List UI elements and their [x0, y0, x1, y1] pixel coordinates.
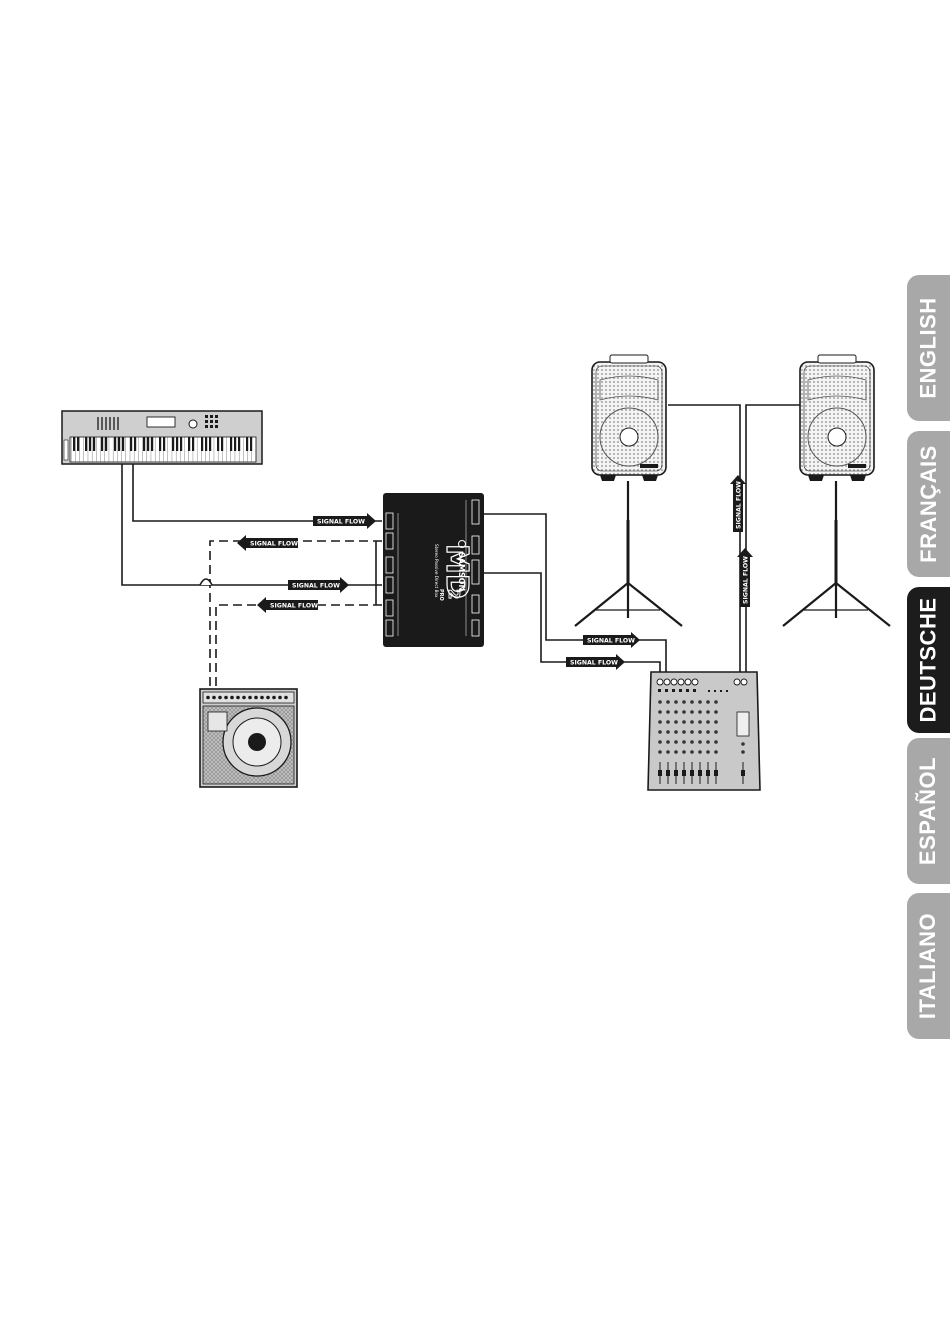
signal-flow-label: SIGNAL FLOW — [250, 541, 298, 548]
signal-flow-label: SIGNAL FLOW — [317, 519, 365, 526]
tab-label: ESPAÑOL — [916, 757, 942, 865]
signal-flow-label: SIGNAL FLOW — [270, 603, 318, 610]
signal-flow-label: SIGNAL FLOW — [736, 481, 743, 529]
signal-flow-label: SIGNAL FLOW — [743, 556, 750, 604]
md2-pro-di-box: MD 2 PRO Stereo Passive Direct Box SAMSO… — [383, 493, 484, 647]
signal-flow-arrow-4: SIGNAL FLOW — [257, 597, 318, 613]
speaker-stand-right — [783, 481, 890, 626]
signal-flow-label: SIGNAL FLOW — [570, 660, 618, 667]
signal-flow-label: SIGNAL FLOW — [587, 638, 635, 645]
signal-flow-arrow-2: SIGNAL FLOW — [237, 535, 298, 551]
tab-label: DEUTSCHE — [916, 597, 942, 722]
signal-flow-arrow-5: SIGNAL FLOW — [583, 632, 640, 648]
tab-label: ITALIANO — [916, 913, 942, 1019]
tab-5[interactable]: ITALIANO — [907, 893, 950, 1039]
tab-4[interactable]: ESPAÑOL — [907, 738, 950, 884]
signal-flow-arrow-6: SIGNAL FLOW — [566, 654, 625, 670]
pa-speaker-right — [800, 355, 874, 481]
speaker-stand-left — [575, 481, 682, 626]
signal-flow-arrow-1: SIGNAL FLOW — [313, 513, 376, 529]
pa-speaker-left — [592, 355, 666, 481]
tab-1[interactable]: ENGLISH — [907, 275, 950, 421]
tab-label: FRANÇAIS — [916, 445, 942, 563]
di-box-brand: SAMSON — [457, 552, 466, 591]
tab-label: ENGLISH — [916, 297, 942, 398]
signal-flow-arrow-7: SIGNAL FLOW — [730, 475, 746, 532]
keyboard-synth — [62, 411, 262, 464]
guitar-amplifier — [200, 689, 297, 787]
mixer — [648, 672, 760, 790]
signal-flow-label: SIGNAL FLOW — [292, 583, 340, 590]
tab-3[interactable]: DEUTSCHE — [907, 587, 950, 733]
di-box-subtitle: Stereo Passive Direct Box — [434, 544, 439, 598]
tab-2[interactable]: FRANÇAIS — [907, 431, 950, 577]
signal-flow-arrow-3: SIGNAL FLOW — [288, 577, 349, 593]
